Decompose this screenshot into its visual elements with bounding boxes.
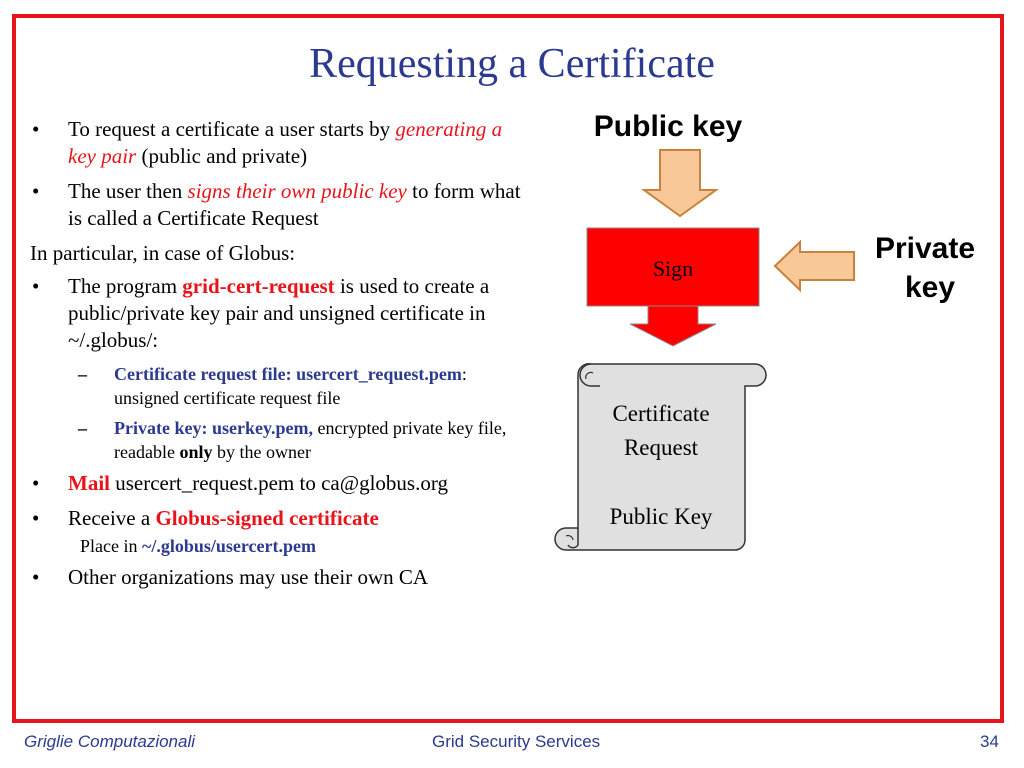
bullet-generate-key: • To request a certificate a user starts… bbox=[30, 116, 530, 170]
note-text: Place in bbox=[80, 536, 142, 556]
bullet-marker: • bbox=[32, 179, 40, 203]
bullet-marker: • bbox=[32, 117, 40, 141]
slide-frame bbox=[12, 14, 1004, 723]
bullet-marker: • bbox=[32, 471, 40, 495]
public-key-label: Public key bbox=[594, 110, 743, 143]
scroll-line-request: Request bbox=[624, 435, 699, 460]
file-path: ~/.globus/usercert.pem bbox=[141, 536, 316, 556]
dash-marker: – bbox=[78, 364, 87, 384]
sub-bullet-text: : unsigned certificate request file bbox=[114, 364, 467, 408]
bullet-text: (public and private) bbox=[136, 144, 308, 168]
bullet-text: Receive a bbox=[68, 506, 156, 530]
sub-bullet-text: encrypted private key file, readable bbox=[114, 418, 507, 462]
emphasis-text: signs their own public key bbox=[187, 179, 407, 203]
private-key-label-line1: Private bbox=[875, 232, 975, 265]
bullet-text: To request a certificate a user starts b… bbox=[68, 117, 396, 141]
bullet-text: The program bbox=[68, 274, 183, 298]
certificate-scroll-icon bbox=[554, 363, 767, 551]
bullet-sign-key: • The user then signs their own public k… bbox=[30, 178, 530, 232]
sign-box bbox=[586, 227, 760, 307]
private-key-arrow-icon bbox=[773, 239, 855, 293]
public-key-arrow-icon bbox=[640, 149, 720, 218]
bullet-marker: • bbox=[32, 565, 40, 589]
bullet-marker: • bbox=[32, 274, 40, 298]
bullet-text: Other organizations may use their own CA bbox=[68, 565, 429, 589]
bullet-text: to form what is called a Certificate Req… bbox=[68, 179, 521, 230]
bullet-text: is used to create a public/private key p… bbox=[68, 274, 490, 352]
scroll-line-certificate: Certificate bbox=[612, 401, 709, 426]
private-key-label-line2: key bbox=[905, 271, 955, 304]
bullet-grid-cert-request: • The program grid-cert-request is used … bbox=[30, 273, 530, 354]
footer-page-number: 34 bbox=[980, 732, 999, 751]
emphasis-text: Globus-signed certificate bbox=[155, 506, 379, 530]
bullet-receive: • Receive a Globus-signed certificate bbox=[30, 505, 530, 532]
emphasis-text: Mail bbox=[68, 471, 110, 495]
bullet-other-orgs: • Other organizations may use their own … bbox=[30, 564, 530, 591]
globus-intro: In particular, in case of Globus: bbox=[30, 241, 296, 265]
output-arrow-icon bbox=[629, 305, 717, 347]
sub-bullet-request-file: – Certificate request file: usercert_req… bbox=[30, 362, 530, 410]
sub-bullet-private-key: – Private key: userkey.pem, encrypted pr… bbox=[30, 416, 530, 464]
file-name: Private key: userkey.pem, bbox=[114, 418, 313, 438]
bullet-marker: • bbox=[32, 506, 40, 530]
emphasis-text: only bbox=[179, 442, 213, 462]
dash-marker: – bbox=[78, 418, 87, 438]
bullet-text: usercert_request.pem to ca@globus.org bbox=[110, 471, 448, 495]
bullet-mail: • Mail usercert_request.pem to ca@globus… bbox=[30, 470, 530, 497]
signing-diagram: Public key Sign Private key Certificate … bbox=[554, 110, 975, 551]
bullet-list: • To request a certificate a user starts… bbox=[30, 116, 530, 599]
command-name: grid-cert-request bbox=[182, 274, 335, 298]
bullet-text: The user then bbox=[68, 179, 188, 203]
scroll-line-public-key: Public Key bbox=[610, 504, 713, 529]
file-name: Certificate request file: usercert_reque… bbox=[114, 364, 462, 384]
emphasis-text: generating a key pair bbox=[68, 117, 503, 168]
sign-label: Sign bbox=[653, 256, 693, 281]
footer-course: Griglie Computazionali bbox=[24, 732, 196, 751]
footer-topic: Grid Security Services bbox=[432, 732, 601, 751]
sub-bullet-text: by the owner bbox=[212, 442, 311, 462]
slide-title: Requesting a Certificate bbox=[309, 41, 715, 87]
place-in-note: Place in ~/.globus/usercert.pem bbox=[30, 534, 530, 558]
